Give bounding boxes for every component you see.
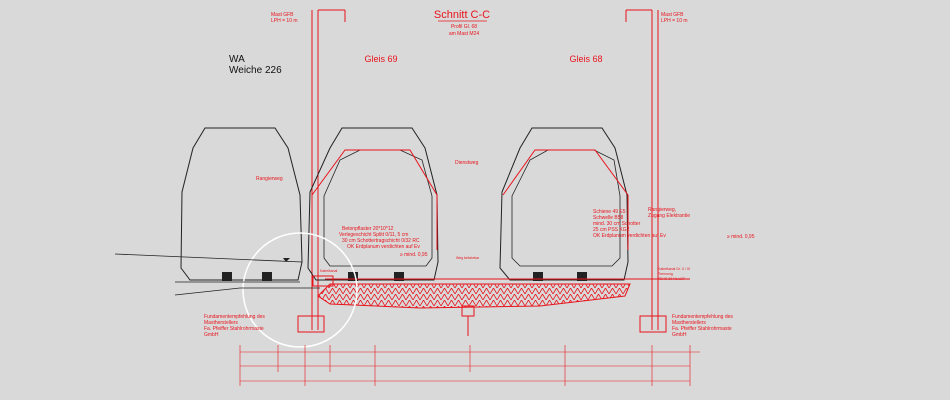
mast-pole-right <box>625 9 667 333</box>
layer-left-3: 30 cm Schottertragschicht 0/32 RC <box>342 238 420 244</box>
weiche-label: Weiche 226 <box>229 65 282 76</box>
mast-left-label-2: LPH = 10 m <box>271 18 298 24</box>
fundament-left-1: Fundamentempfehlung des <box>204 314 265 320</box>
rangierweg-right-label-1: Rangierweg, <box>648 207 676 213</box>
vehicle-profile-right <box>499 127 629 281</box>
layer-left-1: Betonpflaster 20*10*12 <box>342 226 394 232</box>
layer-right-3: mind. 30 cm Schotter <box>593 221 641 227</box>
fundament-left-3: Fa. Pfeiffer Stahlrohrmaste <box>204 326 264 332</box>
dienstweg-label: Dienstweg <box>455 160 479 166</box>
subtitle-line-2: am Mast M24 <box>449 31 480 37</box>
layer-right-4: 25 cm PSS KG2 <box>593 227 630 233</box>
mast-left-label-1: Mast GFB <box>271 12 294 18</box>
drawing-title: Schnitt C-C <box>434 9 490 21</box>
fundament-right-4: GmbH <box>672 332 687 338</box>
kabelkanal-right-label-2: Trennung <box>658 272 673 276</box>
wa-label: WA <box>229 54 245 65</box>
fundament-left-4: GmbH <box>204 332 219 338</box>
track-label-left: Gleis 69 <box>364 54 397 64</box>
rangierweg-left-label: Rangierweg <box>256 176 283 182</box>
layer-left-4: OK Erdplanum verdichten auf Ev <box>347 244 420 250</box>
rail-block-5 <box>533 272 543 281</box>
switch-rail-lines <box>114 253 320 296</box>
ballast-hatch-area <box>317 283 631 309</box>
switch-detail-circle <box>242 232 358 348</box>
kabelkanal-right-label-1: Kabelkanal Gr. II / III <box>658 267 690 271</box>
inner-profile-middle <box>323 149 433 267</box>
vehicle-profile-middle <box>307 127 439 281</box>
mind-095-left: ≥ mind. 0,95 <box>400 252 428 258</box>
rail-block-2 <box>262 272 272 281</box>
rail-block-4 <box>394 272 404 281</box>
rail-block-1 <box>222 272 232 281</box>
switch-arrow <box>283 258 290 262</box>
layer-right-2: Schwelle B58 <box>593 215 624 221</box>
fundament-right-2: Mastherstellers <box>672 320 706 326</box>
track-label-right: Gleis 68 <box>569 54 602 64</box>
red-outline-right <box>502 149 629 250</box>
red-outline-middle <box>311 149 438 250</box>
mast-right-label-2: LPH = 10 m <box>661 18 688 24</box>
mind-095-right: ≥ mind. 0,95 <box>727 234 755 240</box>
mast-pole-left <box>297 9 346 333</box>
kabelkanal-left-label: Kabelkanal <box>320 269 338 273</box>
fundament-right-3: Fa. Pfeiffer Stahlrohrmaste <box>672 326 732 332</box>
fundament-left-2: Mastherstellers <box>204 320 238 326</box>
kabelkanal-box <box>312 275 334 287</box>
inner-profile-right <box>511 149 621 267</box>
layer-left-2: Verlegeschicht Splitt 0/11, 5 cm <box>339 232 408 238</box>
fundament-right-1: Fundamentempfehlung des <box>672 314 733 320</box>
weg-befahrbar-label: Weg befahrbar <box>456 256 480 260</box>
rail-block-3 <box>348 272 358 281</box>
layer-right-1: Schiene 49 E5 <box>593 209 626 215</box>
kabelkanal-right-label-3: TEHS 30 NL LST <box>658 277 686 281</box>
subtitle-line-1: Profil Gl. 68 <box>451 24 477 30</box>
rail-block-6 <box>577 272 587 281</box>
mast-right-label-1: Mast GFB <box>661 12 684 18</box>
rangierweg-right-label-2: Zugang Elektrantie <box>648 213 690 219</box>
dimension-chain <box>239 345 700 386</box>
layer-right-5: OK Erdplanum verdichten auf Ev <box>593 233 666 239</box>
